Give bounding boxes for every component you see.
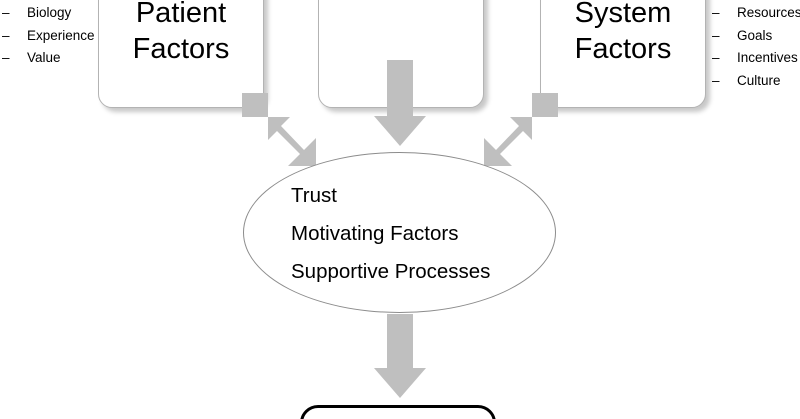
arrow-core-to-outcome-icon: [374, 314, 426, 398]
dash-marker: –: [712, 50, 720, 65]
list-item-label: Incentives: [737, 50, 798, 65]
list-item: – Experience: [2, 25, 95, 48]
system-factors-label: System Factors: [575, 0, 672, 71]
system-factors-box: System Factors: [540, 0, 706, 108]
dash-marker: –: [712, 27, 720, 43]
dash-marker: –: [712, 72, 720, 88]
list-item: – Resources: [712, 2, 800, 25]
arrow-system-to-core-icon: [484, 93, 558, 166]
list-item: – Incentives: [712, 47, 800, 70]
dash-marker: –: [2, 5, 10, 20]
arrow-top-center-down-icon: [374, 60, 426, 146]
core-concept-line: Trust: [291, 184, 337, 207]
arrow-patient-to-core-icon: [242, 93, 316, 166]
list-item: – Value: [2, 47, 95, 70]
dash-marker: –: [2, 27, 10, 43]
dash-marker: –: [712, 5, 720, 20]
list-item-label: Resources: [737, 5, 800, 20]
core-concepts-ellipse: Trust Motivating Factors Supportive Proc…: [243, 152, 556, 313]
patient-factors-label-line2: Factors: [132, 33, 230, 65]
list-item-label: Goals: [737, 27, 773, 43]
patient-factors-label: Patient Factors: [133, 0, 230, 71]
list-item: – Goals: [712, 25, 800, 48]
list-item: – Culture: [712, 70, 800, 93]
list-item-label: Biology: [27, 5, 72, 20]
system-factor-detail-list: – Resources – Goals – Incentives – Cultu…: [712, 2, 800, 92]
list-item-label: Value: [27, 50, 61, 65]
dash-marker: –: [2, 50, 10, 65]
system-factors-label-line1: System: [574, 0, 672, 29]
patient-factor-detail-list: – Biology – Experience – Value: [2, 2, 95, 70]
outcome-box: [300, 405, 496, 419]
list-item: – Biology: [2, 2, 95, 25]
patient-factors-box: Patient Factors: [98, 0, 264, 108]
patient-factors-label-line1: Patient: [135, 0, 227, 29]
core-concepts-text: Trust Motivating Factors Supportive Proc…: [291, 177, 531, 291]
system-factors-label-line2: Factors: [574, 33, 672, 65]
core-concept-line: Supportive Processes: [291, 260, 491, 283]
list-item-label: Culture: [737, 72, 781, 88]
core-concept-line: Motivating Factors: [291, 222, 459, 245]
list-item-label: Experience: [27, 27, 95, 43]
